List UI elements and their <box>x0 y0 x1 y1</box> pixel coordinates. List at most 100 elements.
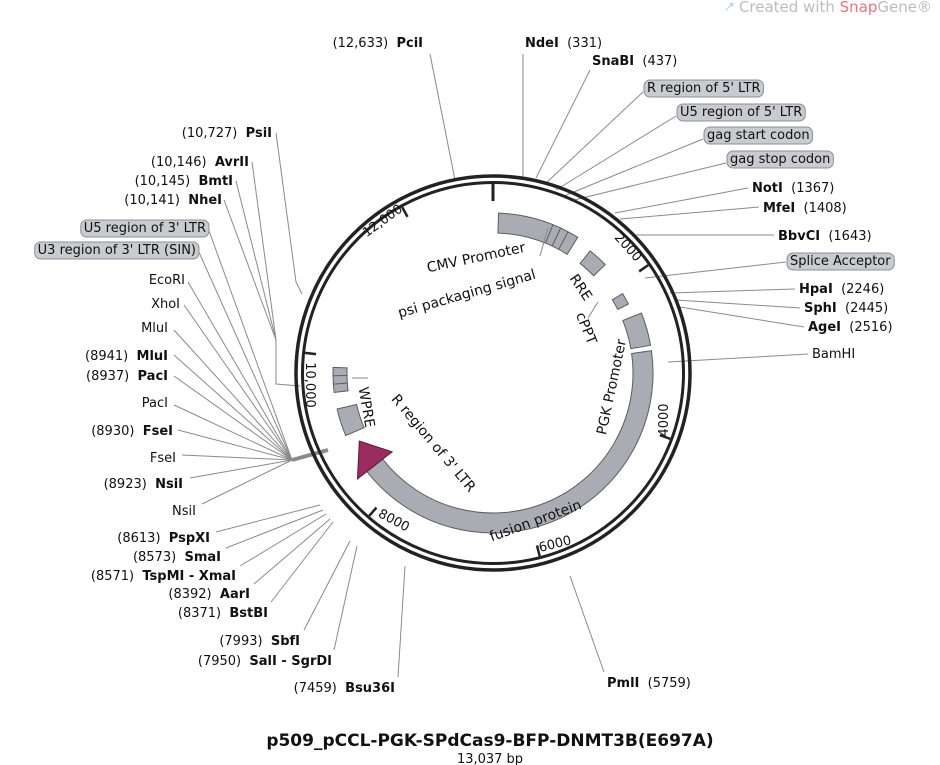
site-label-bamhi[interactable]: BamHI <box>812 347 855 362</box>
tick-mark <box>368 506 378 517</box>
site-name: XhoI <box>151 297 180 312</box>
site-label-pspxi[interactable]: (8613) PspXI <box>117 531 210 546</box>
site-name: TspMI - XmaI <box>142 569 236 584</box>
feature-label-splice-acceptor[interactable]: Splice Acceptor <box>790 254 891 269</box>
site-label-avrii[interactable]: (10,146) AvrII <box>151 155 249 170</box>
feature-r-region-3-ltr[interactable] <box>332 366 349 394</box>
site-name: FseI <box>143 424 173 439</box>
feature-label-psi-packaging-signal[interactable]: psi packaging signal <box>396 267 537 322</box>
feature-pill <box>80 219 210 238</box>
site-label-pcii[interactable]: (12,633) PciI <box>333 36 423 51</box>
site-label-hpai[interactable]: HpaI (2246) <box>799 282 884 297</box>
site-leader <box>679 306 805 328</box>
feature-leader <box>587 301 599 319</box>
site-position: (8937) <box>86 369 129 384</box>
feature-label-rre[interactable]: RRE <box>566 272 595 304</box>
feature-pill <box>676 103 806 122</box>
site-label-bbvci[interactable]: BbvCI (1643) <box>778 229 872 244</box>
site-position: (1408) <box>804 201 847 216</box>
site-label-paci[interactable]: PacI <box>142 396 168 411</box>
site-name: SnaBI <box>592 54 634 69</box>
site-label-nsii[interactable]: NsiI <box>172 504 196 519</box>
site-position: (1643) <box>828 229 871 244</box>
site-leader <box>569 162 727 202</box>
plasmid-length: 13,037 bp <box>457 752 523 765</box>
site-label-fsei[interactable]: (8930) FseI <box>91 424 173 439</box>
site-name: NheI <box>188 193 222 208</box>
site-label-ecori[interactable]: EcoRI <box>149 273 185 288</box>
site-leader <box>223 199 277 341</box>
site-position: (8392) <box>168 587 211 602</box>
site-label-nsii[interactable]: (8923) NsiI <box>104 477 183 492</box>
feature-cppt[interactable] <box>611 292 630 311</box>
site-label-psii[interactable]: (10,727) PsiI <box>182 126 272 141</box>
feature-cmv-promoter[interactable] <box>497 212 579 255</box>
feature-pill <box>643 79 764 98</box>
site-position: (2445) <box>845 301 888 316</box>
site-position: (2516) <box>849 320 892 335</box>
feature-wpre[interactable] <box>336 403 365 437</box>
site-cluster-stub <box>275 340 301 387</box>
site-name: MluI <box>137 349 168 364</box>
site-label-sali-sgrdi[interactable]: (7950) SalI - SgrDI <box>198 654 332 669</box>
tick-mark <box>401 206 409 218</box>
feature-leader <box>539 227 549 257</box>
site-leader <box>614 187 749 214</box>
site-leader <box>215 504 321 533</box>
site-name: SphI <box>804 301 837 316</box>
site-label-paci[interactable]: (8937) PacI <box>86 369 168 384</box>
site-name: Bsu36I <box>345 681 395 696</box>
site-label-bsu36i[interactable]: (7459) Bsu36I <box>294 681 395 696</box>
site-position: (331) <box>567 36 602 51</box>
site-leader <box>187 281 293 461</box>
feature-label-cppt[interactable]: cPPT <box>572 310 599 347</box>
feature-pill <box>34 241 200 260</box>
feature-label-gag-start-codon[interactable]: gag start codon <box>707 128 810 143</box>
site-position: (437) <box>642 54 677 69</box>
site-label-mlui[interactable]: MluI <box>141 321 168 336</box>
feature-label-gag-stop-codon[interactable]: gag stop codon <box>730 152 830 167</box>
site-label-noti[interactable]: NotI (1367) <box>752 181 834 196</box>
site-label-snabi[interactable]: SnaBI (437) <box>592 54 677 69</box>
feature-label-cmv-promoter[interactable]: CMV Promoter <box>426 240 528 277</box>
site-label-tspmi-xmai[interactable]: (8571) TspMI - XmaI <box>91 569 236 584</box>
site-label-mfei[interactable]: MfeI (1408) <box>763 201 847 216</box>
feature-rre[interactable] <box>579 250 606 277</box>
site-name: NdeI <box>525 36 559 51</box>
feature-label-u5-region-of-3-ltr[interactable]: U5 region of 3' LTR <box>84 221 206 236</box>
site-name: PspXI <box>169 531 210 546</box>
site-label-agei[interactable]: AgeI (2516) <box>808 320 893 335</box>
site-name: PmlI <box>607 676 639 691</box>
site-label-bmti[interactable]: (10,145) BmtI <box>135 174 233 189</box>
snapgene-logo-icon: ⭧ <box>724 0 735 16</box>
site-leader <box>207 227 293 461</box>
feature-label-u5-region-of-5-ltr[interactable]: U5 region of 5' LTR <box>680 105 802 120</box>
site-label-fsei[interactable]: FseI <box>150 451 176 466</box>
tick-label: 4000 <box>657 403 672 436</box>
site-label-xhoi[interactable]: XhoI <box>151 297 180 312</box>
site-label-mlui[interactable]: (8941) MluI <box>85 349 168 364</box>
site-label-sphi[interactable]: SphI (2445) <box>804 301 888 316</box>
tick-mark <box>304 351 317 356</box>
feature-pgk-promoter[interactable] <box>622 312 652 350</box>
site-label-smai[interactable]: (8573) SmaI <box>133 550 221 565</box>
site-leader <box>275 132 297 283</box>
site-label-sbfi[interactable]: (7993) SbfI <box>219 634 300 649</box>
site-leader <box>333 545 358 651</box>
tick-mark <box>638 264 649 273</box>
feature-label-u3-region-of-3-ltr-sin-[interactable]: U3 region of 3' LTR (SIN) <box>38 243 196 258</box>
feature-label-wpre[interactable]: WPRE <box>355 386 378 429</box>
site-label-aari[interactable]: (8392) AarI <box>168 587 250 602</box>
site-label-bstbi[interactable]: (8371) BstBI <box>178 606 268 621</box>
site-label-ndei[interactable]: NdeI (331) <box>525 36 602 51</box>
backbone-outer-ring <box>294 174 692 572</box>
site-name: AvrII <box>215 155 249 170</box>
site-label-nhei[interactable]: (10,141) NheI <box>124 193 222 208</box>
site-name: NsiI <box>155 477 183 492</box>
site-name: BbvCI <box>778 229 820 244</box>
site-leader <box>173 404 293 461</box>
site-label-pmli[interactable]: PmlI (5759) <box>607 676 691 691</box>
site-leader <box>173 329 293 461</box>
feature-label-r-region-of-5-ltr[interactable]: R region of 5' LTR <box>647 81 760 96</box>
